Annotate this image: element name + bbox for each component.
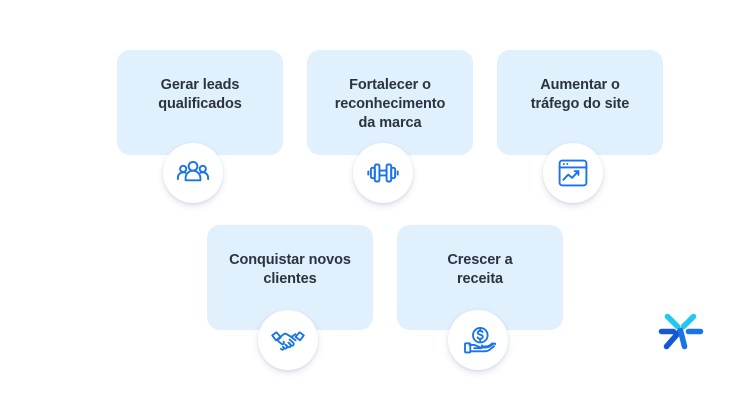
goal-icon-badge-aumentar-trafego-do-site <box>543 143 603 203</box>
goal-icon-badge-fortalecer-reconhecimento-da-marca <box>353 143 413 203</box>
goal-card-title: Aumentar o tráfego do site <box>530 77 630 113</box>
goal-card-title: Conquistar novos clientes <box>229 252 351 288</box>
dumbbell-icon <box>366 156 400 190</box>
goal-card-fortalecer-reconhecimento-da-marca[interactable]: Fortalecer o reconhecimento da marca <box>307 50 473 155</box>
goal-card-gerar-leads-qualificados[interactable]: Gerar leads qualificados <box>117 50 283 155</box>
asterisk-star-logo <box>655 305 707 357</box>
goal-card-title: Gerar leads qualificados <box>158 77 242 113</box>
users-group-icon <box>176 156 210 190</box>
goal-icon-badge-conquistar-novos-clientes <box>258 310 318 370</box>
goal-icon-badge-crescer-a-receita <box>448 310 508 370</box>
goal-card-aumentar-trafego-do-site[interactable]: Aumentar o tráfego do site <box>497 50 663 155</box>
handshake-icon <box>270 322 306 358</box>
goal-card-title: Crescer a receita <box>447 252 513 288</box>
goal-card-title: Fortalecer o reconhecimento da marca <box>334 77 446 132</box>
browser-chart-icon <box>556 156 590 190</box>
hand-holding-coin-icon <box>461 323 496 358</box>
goal-icon-badge-gerar-leads-qualificados <box>163 143 223 203</box>
